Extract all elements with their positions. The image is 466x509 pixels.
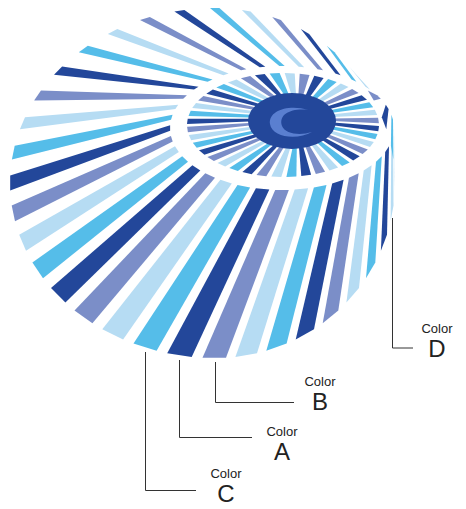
inner-ray — [299, 147, 311, 176]
callout-letter: A — [257, 439, 307, 465]
fan-ray — [349, 66, 370, 89]
fan-ray — [327, 46, 357, 82]
inner-ray — [187, 119, 249, 124]
inner-ray — [331, 110, 377, 117]
inner-rays — [187, 73, 379, 177]
fan-ray — [382, 105, 389, 130]
callout-caption: Color — [257, 424, 307, 439]
fan-ray — [301, 29, 341, 75]
callout-letter: B — [295, 389, 345, 415]
fan-ray — [381, 146, 389, 251]
callout-caption: Color — [295, 374, 345, 389]
callout-letter: D — [412, 336, 462, 362]
leader-line — [216, 362, 295, 403]
callout-caption: Color — [201, 466, 251, 481]
callout: ColorA — [257, 424, 307, 465]
fan-ray — [393, 125, 395, 190]
leader-lines — [146, 218, 414, 491]
hub-swirl — [270, 108, 312, 137]
inner-ray — [285, 73, 296, 96]
callout-letter: C — [201, 481, 251, 507]
fan-ray — [368, 91, 381, 101]
inner-ray — [187, 123, 249, 132]
callout: ColorD — [412, 321, 462, 362]
fan-ray — [20, 105, 178, 130]
outer-rays — [10, 8, 395, 358]
callout: ColorB — [295, 374, 345, 415]
hub — [248, 93, 336, 149]
leader-line — [180, 360, 253, 438]
callout-caption: Color — [412, 321, 462, 336]
fan-ray — [391, 115, 394, 160]
callout: ColorC — [201, 466, 251, 507]
fan-ray — [34, 91, 187, 101]
inner-ray — [333, 118, 379, 123]
leader-line — [393, 218, 414, 348]
leader-line — [146, 352, 197, 491]
